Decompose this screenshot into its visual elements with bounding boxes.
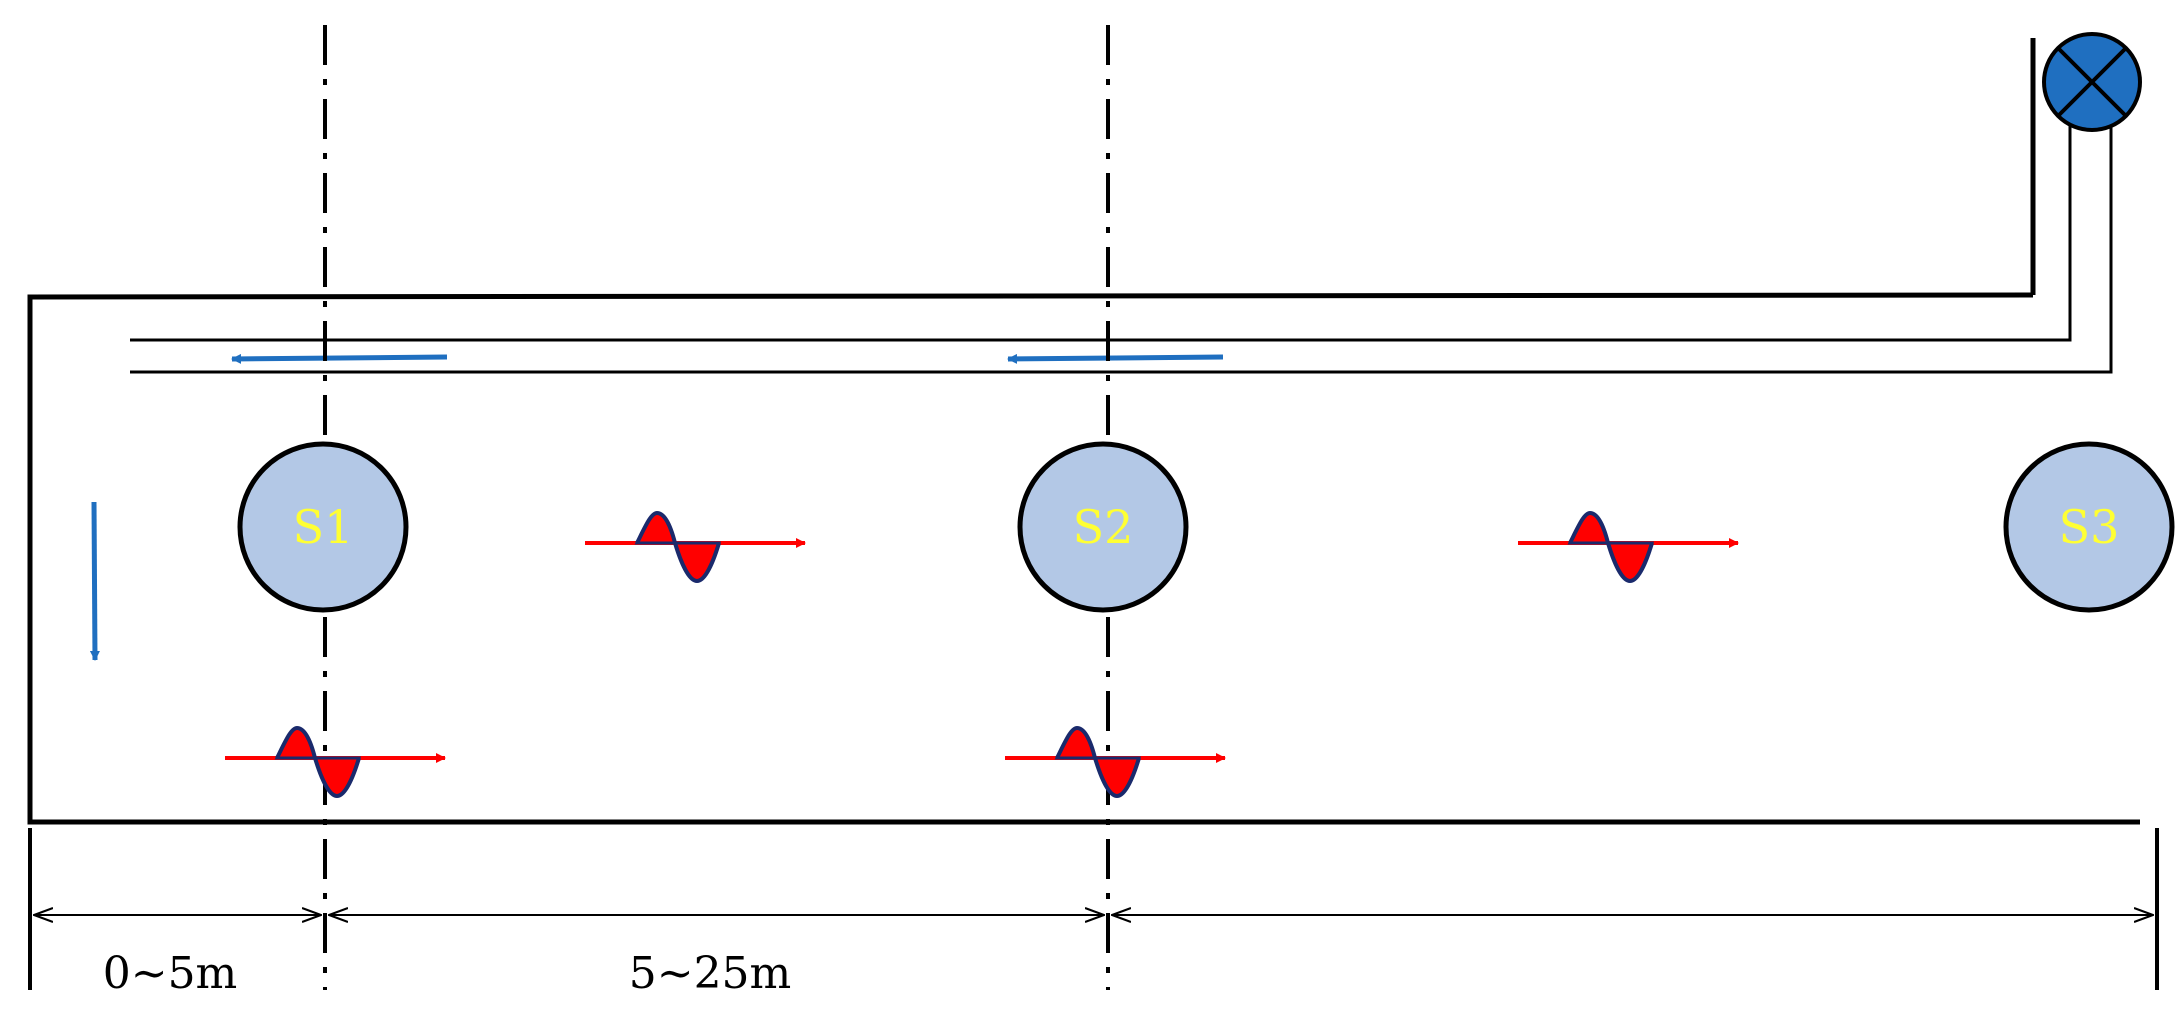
sensor-s3: S3 bbox=[2003, 441, 2175, 613]
wave-arrow-icon-2 bbox=[1518, 513, 1738, 581]
borehole-outline bbox=[27, 38, 2140, 825]
dimension-label-5-25m: 5~25m bbox=[629, 948, 792, 999]
borehole-wall bbox=[27, 292, 2140, 825]
dimension-label-0-5m: 0~5m bbox=[103, 948, 238, 999]
cable bbox=[130, 110, 2113, 374]
sensor-s1-label: S1 bbox=[293, 500, 354, 554]
wave-arrow-icon-1 bbox=[585, 513, 805, 581]
cable-line-bottom bbox=[130, 124, 2113, 374]
wave-arrow-icon-4 bbox=[1005, 728, 1225, 796]
sensor-s1: S1 bbox=[237, 441, 409, 613]
flow-arrow-down bbox=[89, 501, 100, 661]
source-icon bbox=[2042, 32, 2142, 132]
sensor-s3-label: S3 bbox=[2059, 500, 2120, 554]
flow-arrows bbox=[89, 353, 1224, 661]
sensor-s2-label: S2 bbox=[1073, 500, 1134, 554]
flow-arrow-left-1 bbox=[231, 353, 448, 364]
sensor-s2: S2 bbox=[1017, 441, 1189, 613]
dimension-lines bbox=[28, 828, 2159, 990]
wave-arrow-icon-3 bbox=[225, 728, 445, 796]
center-lines bbox=[323, 25, 1110, 990]
flow-arrow-left-2 bbox=[1007, 353, 1224, 364]
cable-line-top bbox=[130, 110, 2072, 342]
